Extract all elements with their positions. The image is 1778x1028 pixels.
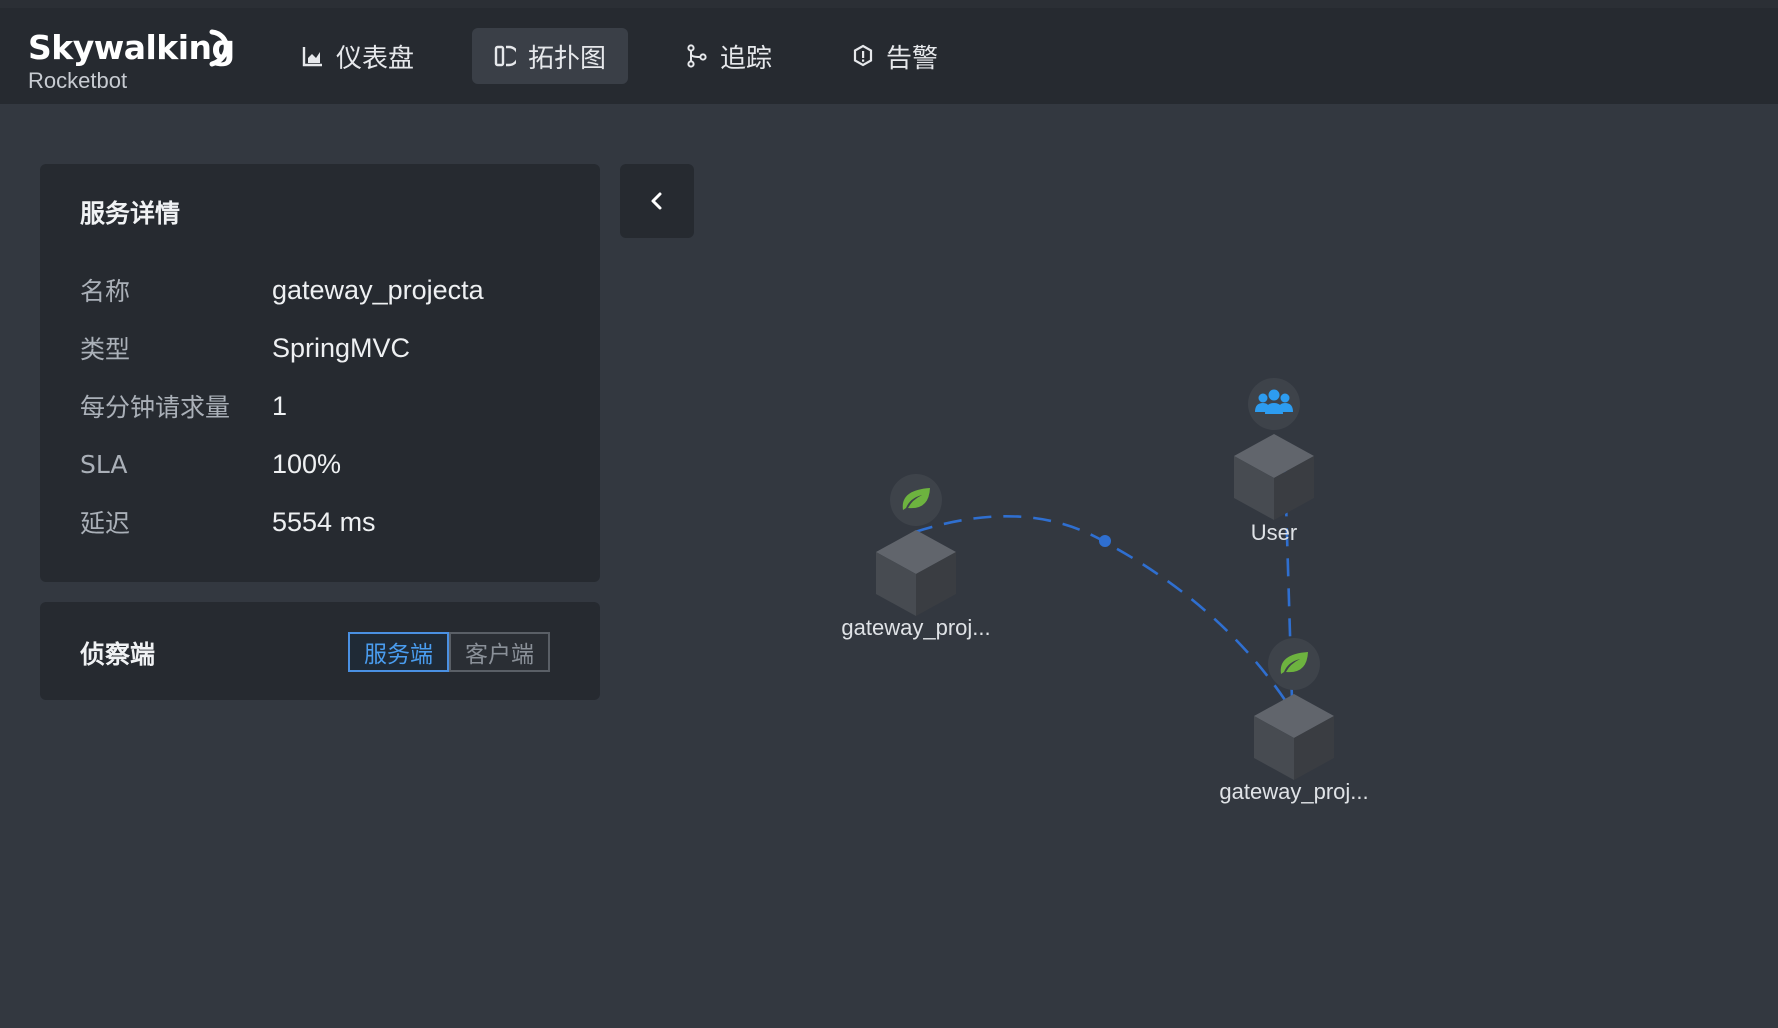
- detail-key: 名称: [80, 277, 131, 306]
- brand-name: Skywalking: [28, 28, 235, 67]
- nav-topology-label: 拓扑图: [528, 43, 607, 74]
- alarm-icon: [853, 44, 873, 67]
- users-icon: [1255, 389, 1293, 414]
- probe-panel: 侦察端 服务端 客户端: [40, 602, 600, 700]
- spring-leaf-icon: [902, 488, 930, 510]
- nav-topology[interactable]: 拓扑图: [472, 28, 629, 84]
- spring-leaf-icon: [1280, 652, 1308, 674]
- nav-dashboard[interactable]: 仪表盘: [280, 28, 436, 84]
- window-top-strip: [0, 0, 1778, 8]
- topology-node-user[interactable]: User: [1234, 378, 1314, 545]
- detail-row-type: 类型 SpringMVC: [80, 328, 410, 368]
- nav-trace-label: 追踪: [720, 43, 773, 74]
- detail-value: SpringMVC: [272, 332, 411, 363]
- detail-key: SLA: [80, 449, 128, 479]
- bar-chart-icon: [302, 47, 322, 67]
- probe-title: 侦察端: [80, 640, 156, 669]
- service-detail-panel: 服务详情 名称 gateway_projecta 类型 SpringMVC 每分…: [40, 164, 600, 582]
- collapse-panel-button[interactable]: [620, 164, 694, 238]
- probe-client-button[interactable]: 客户端: [449, 632, 550, 672]
- node-label-gateway-b: gateway_proj...: [1219, 779, 1368, 804]
- topology-node-gateway-a[interactable]: gateway_proj...: [841, 474, 991, 640]
- probe-toggle: 服务端 客户端: [348, 632, 550, 672]
- detail-key: 延迟: [80, 509, 131, 538]
- topology-icon: [494, 45, 517, 67]
- nav-alarm[interactable]: 告警: [830, 28, 960, 84]
- brand-logo[interactable]: Skywalking Rocketbot: [28, 28, 235, 94]
- detail-row-latency: 延迟 5554 ms: [80, 502, 376, 542]
- detail-row-cpm: 每分钟请求量 1: [80, 386, 287, 426]
- service-detail-title: 服务详情: [80, 199, 181, 228]
- detail-value: 1: [272, 390, 288, 421]
- detail-key: 类型: [80, 335, 131, 364]
- detail-value: 5554 ms: [272, 506, 376, 537]
- chevron-left-icon: [651, 192, 662, 210]
- logo-swoosh-icon: [209, 29, 229, 67]
- nav-alarm-label: 告警: [886, 43, 939, 74]
- top-header: Skywalking Rocketbot 仪表盘 拓扑图: [0, 8, 1778, 104]
- node-label-user: User: [1251, 520, 1297, 545]
- probe-server-button[interactable]: 服务端: [348, 632, 449, 672]
- node-label-gateway-a: gateway_proj...: [841, 615, 990, 640]
- trace-icon: [687, 44, 707, 68]
- link-flow-dot: [1099, 535, 1111, 547]
- nav-dashboard-label: 仪表盘: [336, 43, 415, 74]
- detail-key: 每分钟请求量: [80, 393, 231, 422]
- detail-value: 100%: [272, 448, 342, 479]
- detail-row-name: 名称 gateway_projecta: [80, 270, 484, 310]
- detail-value: gateway_projecta: [272, 274, 484, 305]
- nav-trace[interactable]: 追踪: [664, 28, 794, 84]
- topology-node-gateway-b[interactable]: gateway_proj...: [1219, 638, 1369, 804]
- topology-link[interactable]: [914, 515, 1287, 701]
- detail-row-sla: SLA 100%: [80, 444, 341, 484]
- brand-subtitle: Rocketbot: [28, 68, 128, 93]
- main-nav: 仪表盘 拓扑图 追踪 告警: [280, 28, 996, 84]
